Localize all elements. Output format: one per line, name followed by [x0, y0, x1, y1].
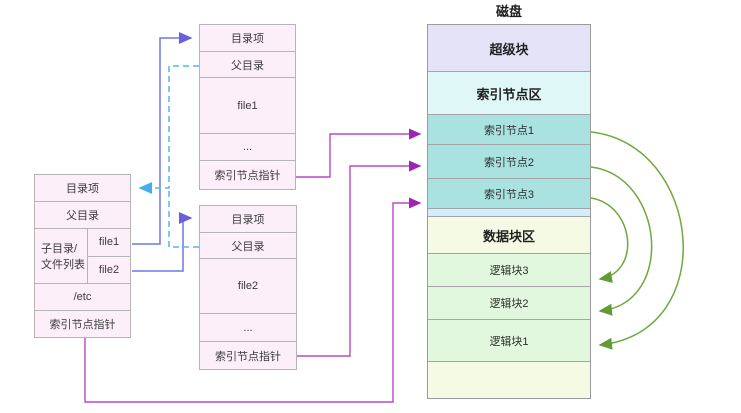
inode2-block: 索引节点2: [428, 144, 590, 178]
inode1-block: 索引节点1: [428, 114, 590, 144]
etc-directory-table: 目录项 父目录 子目录/ 文件列表 file1 file2 /etc 索引节点指…: [34, 174, 131, 338]
inode-area-section: 索引节点区: [428, 71, 590, 114]
children-files: file1 file2: [88, 229, 130, 283]
etc-dir-entry-row: 目录项: [35, 175, 130, 202]
disk-title: 磁盘: [495, 4, 522, 19]
file1-inode-pointer-row: 索引节点指针: [214, 170, 281, 182]
arrow-file2-pointer-to-inode2: [297, 160, 422, 357]
data-area-section: 数据块区: [428, 216, 590, 253]
file2-directory-table: 目录项 父目录 file2 ... 索引节点指针: [199, 205, 297, 370]
inode3-block: 索引节点3: [428, 178, 590, 208]
arrow-file2-to-file2-table: [132, 212, 193, 272]
file2-cell: file2: [98, 263, 120, 276]
children-list-label: 子目录/ 文件列表: [35, 229, 88, 283]
file1-directory-table: 目录项 父目录 file1 ... 索引节点指针: [199, 24, 296, 190]
arrow-file1-pointer-to-inode1: [296, 128, 422, 178]
file2-inode-pointer-row: 索引节点指针: [215, 350, 281, 363]
file1-parent-dir-row: 父目录: [200, 52, 295, 78]
inode-area-spacer: [428, 208, 590, 216]
file1-cell: file1: [88, 229, 130, 257]
etc-inode-pointer-row: 索引节点指针: [49, 319, 116, 331]
etc-name-row: /etc: [35, 284, 130, 311]
logic-block3: 逻辑块3: [428, 253, 590, 286]
superblock-section: 超级块: [428, 25, 590, 71]
arrow-inode1-to-logicblock1: [590, 131, 684, 350]
file2-dir-entry-row: 目录项: [200, 206, 296, 233]
file2-ellipsis-row: ...: [200, 314, 296, 342]
etc-children-row: 子目录/ 文件列表 file1 file2: [35, 229, 130, 284]
file2-name-row: file2: [200, 259, 296, 314]
file1-ellipsis-row: ...: [200, 134, 295, 161]
logic-block2: 逻辑块2: [428, 286, 590, 319]
etc-parent-dir-row: 父目录: [35, 202, 130, 229]
disk-column: 超级块 索引节点区 索引节点1 索引节点2 索引节点3 数据块区 逻辑块3 逻辑…: [427, 24, 591, 399]
file1-dir-entry-row: 目录项: [200, 25, 295, 52]
file2-parent-dir-row: 父目录: [200, 233, 296, 259]
arrow-file2-parent-to-etc-table: [168, 188, 199, 248]
file1-name-row: file1: [200, 78, 295, 134]
arrow-file1-to-file1-table: [132, 32, 193, 245]
logic-block1: 逻辑块1: [428, 319, 590, 361]
data-area-empty-block: [428, 361, 590, 398]
arrow-inode3-to-logicblock3: [590, 197, 629, 283]
arrow-inode2-to-logicblock2: [590, 166, 653, 316]
arrow-file1-parent-to-etc-table: [138, 65, 199, 194]
